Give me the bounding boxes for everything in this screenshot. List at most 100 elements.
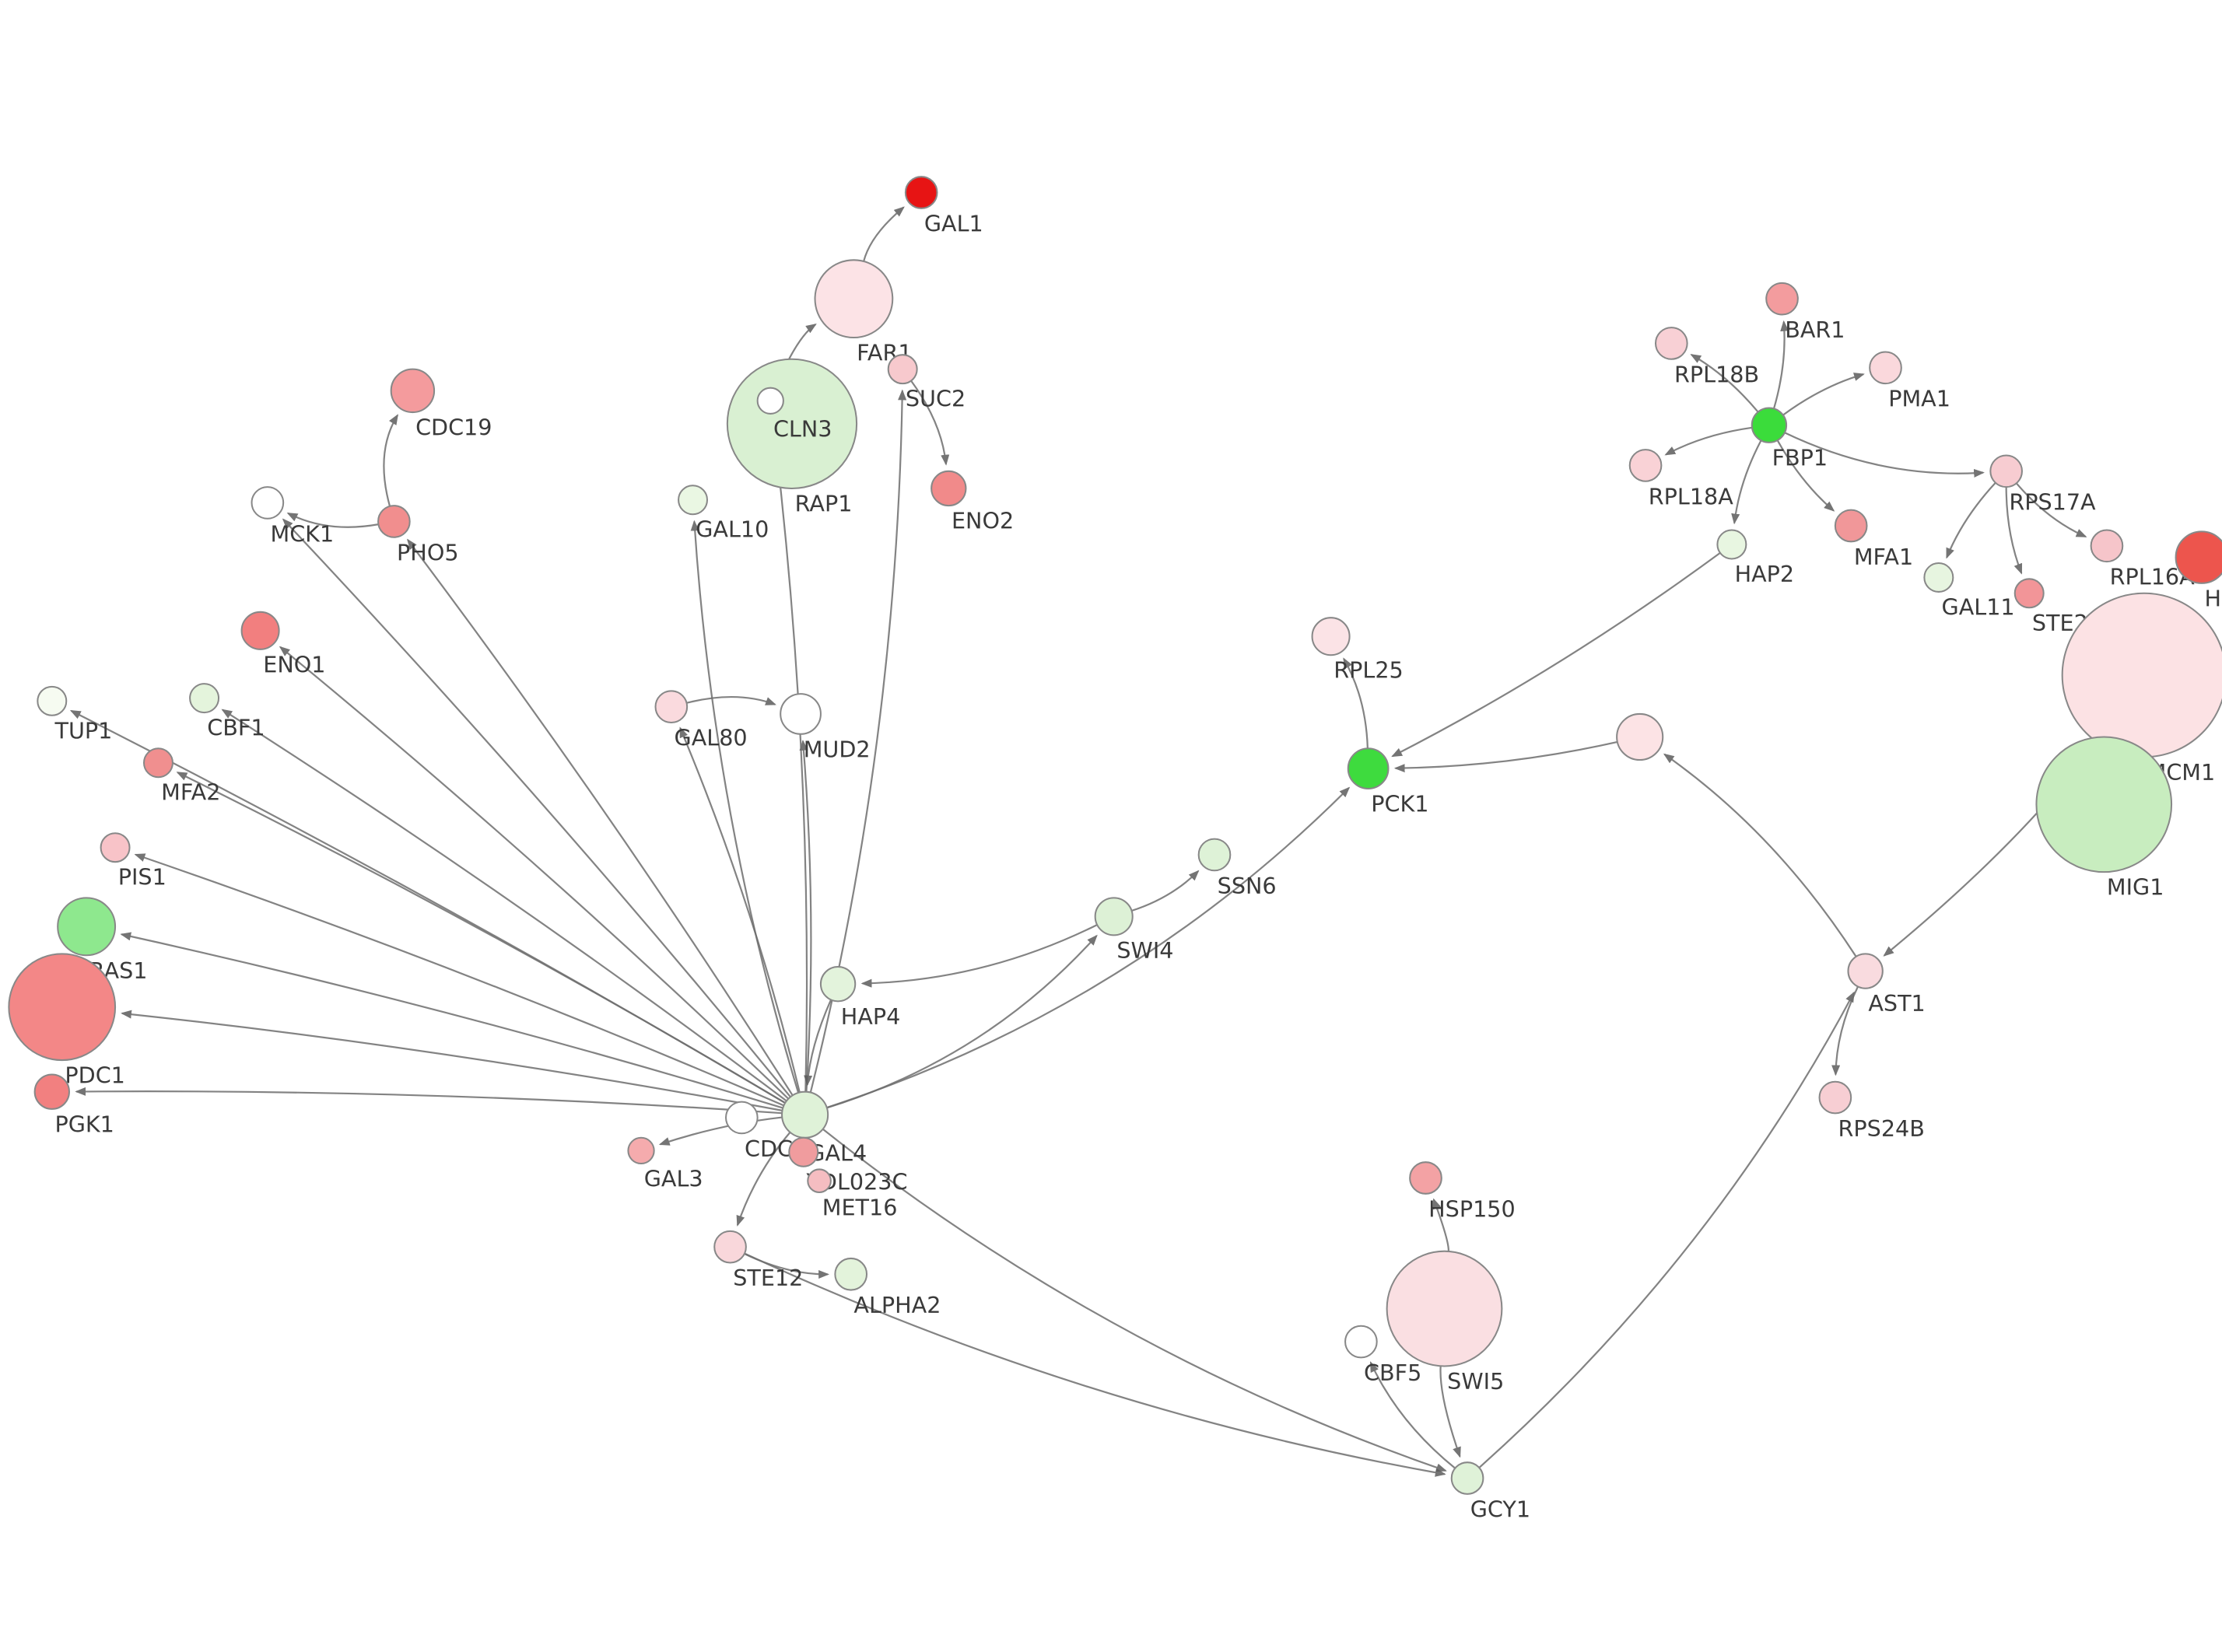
- node-HIS4[interactable]: [2175, 530, 2222, 584]
- node-PIS1[interactable]: [100, 832, 131, 863]
- edge-HAP2-PCK1[interactable]: [1391, 552, 1721, 758]
- node-MCM1[interactable]: [2061, 592, 2222, 758]
- edge-PHO5-CDC19[interactable]: [383, 414, 398, 507]
- node-STE2[interactable]: [2013, 578, 2045, 609]
- edge-RPS17A-RPL16A[interactable]: [2015, 482, 2087, 538]
- edge-SUC2-ENO2[interactable]: [910, 380, 950, 466]
- edge-GAL4-MFA2[interactable]: [176, 772, 786, 1104]
- node-ENO2[interactable]: [931, 470, 967, 507]
- edge-GAL4-PIS1[interactable]: [134, 853, 784, 1107]
- edge-FBP1-RPL18B[interactable]: [1690, 354, 1759, 413]
- edge-SWI4-SSN6[interactable]: [1131, 870, 1200, 912]
- edge-RPS17A-GAL11[interactable]: [1946, 482, 1996, 559]
- edge-FBP1-PMA1[interactable]: [1782, 373, 1865, 416]
- edge-SWI4-HAP4[interactable]: [860, 924, 1098, 988]
- node-YDL023C[interactable]: [788, 1136, 819, 1167]
- edge-SWI5-GCY1[interactable]: [1439, 1366, 1461, 1458]
- edge-GAL4-GAL10[interactable]: [690, 520, 800, 1094]
- node-RAP1[interactable]: [726, 358, 858, 489]
- edge-FBP1-RPS17A[interactable]: [1784, 432, 1985, 478]
- edge-GAL4-GCY1[interactable]: [822, 1128, 1447, 1472]
- node-SUC2[interactable]: [887, 354, 918, 385]
- node-HAP4[interactable]: [819, 965, 857, 1003]
- edge-FBP1-HAP2[interactable]: [1731, 439, 1762, 525]
- edge-AST1-RPS24B[interactable]: [1831, 986, 1859, 1076]
- edge-GAL4-PCK1[interactable]: [826, 786, 1351, 1109]
- node-PMA1[interactable]: [1869, 351, 1902, 385]
- node-CBF5[interactable]: [1344, 1325, 1378, 1359]
- edge-GAL4-PDC1[interactable]: [121, 1010, 783, 1111]
- edge-FBP1-BAR1[interactable]: [1772, 320, 1789, 409]
- edge-GCY1-AST1[interactable]: [1478, 991, 1855, 1468]
- edge-PHO5-MCK1[interactable]: [286, 512, 379, 528]
- edge-FAR1-GAL1[interactable]: [863, 206, 905, 262]
- node-CBF1[interactable]: [189, 683, 220, 714]
- edge-STE12-ALPHA2[interactable]: [744, 1253, 829, 1279]
- edge-GCY1-CBF5[interactable]: [1369, 1361, 1456, 1469]
- node-HSP150[interactable]: [1409, 1161, 1442, 1195]
- node-ALPHA2[interactable]: [834, 1257, 868, 1291]
- node-BAR1[interactable]: [1765, 282, 1799, 316]
- node-TUP1[interactable]: [37, 685, 68, 716]
- node-PHO5[interactable]: [377, 505, 411, 538]
- node-GCY1[interactable]: [1450, 1461, 1484, 1495]
- node-PDC1[interactable]: [8, 953, 117, 1062]
- edge-SWI5-HSP150[interactable]: [1432, 1198, 1449, 1251]
- edge-AST1-NODE_U1[interactable]: [1663, 753, 1857, 957]
- node-HAP2[interactable]: [1716, 529, 1747, 560]
- node-RPL16A[interactable]: [2090, 529, 2124, 563]
- edge-GAL4-ENO1[interactable]: [279, 646, 790, 1100]
- node-RPL18A[interactable]: [1628, 449, 1663, 482]
- node-SWI4[interactable]: [1094, 897, 1134, 936]
- node-STE12[interactable]: [713, 1230, 747, 1264]
- edge-NODE_U1-PCK1[interactable]: [1393, 740, 1618, 773]
- node-FBP1[interactable]: [1751, 407, 1788, 443]
- edge-RPS17A-STE2[interactable]: [2005, 487, 2023, 575]
- node-AST1[interactable]: [1847, 953, 1884, 989]
- edge-GAL4-RAS1[interactable]: [120, 932, 783, 1109]
- node-MFA1[interactable]: [1834, 509, 1868, 543]
- node-MCK1[interactable]: [251, 486, 285, 520]
- edge-GAL4-PGK1[interactable]: [75, 1087, 783, 1115]
- node-ENO1[interactable]: [240, 611, 280, 650]
- node-PCK1[interactable]: [1347, 747, 1390, 789]
- edge-PCK1-RPL25[interactable]: [1343, 657, 1369, 749]
- node-GAL11[interactable]: [1923, 562, 1954, 593]
- node-CLN3[interactable]: [756, 387, 784, 415]
- edge-FBP1-MFA1[interactable]: [1776, 439, 1835, 512]
- edge-GAL4-CBF1[interactable]: [221, 709, 787, 1102]
- node-CDC6[interactable]: [724, 1101, 759, 1135]
- edge-GAL4-STE12[interactable]: [736, 1132, 791, 1227]
- edge-GAL4-MUD2[interactable]: [799, 740, 812, 1092]
- edge-GAL4-GAL3[interactable]: [658, 1116, 783, 1146]
- node-RPS17A[interactable]: [1989, 454, 2023, 488]
- edge-GAL4-TUP1[interactable]: [69, 709, 786, 1104]
- edge-FBP1-RPL18A[interactable]: [1664, 426, 1753, 456]
- node-RPL25[interactable]: [1311, 617, 1351, 656]
- node-NODE_U1[interactable]: [1616, 712, 1664, 761]
- node-MIG1[interactable]: [2035, 736, 2173, 873]
- edge-GAL4-GAL80[interactable]: [679, 726, 801, 1093]
- node-CDC19[interactable]: [390, 368, 436, 414]
- node-SSN6[interactable]: [1197, 838, 1232, 872]
- edge-GAL80-MUD2[interactable]: [686, 695, 776, 705]
- node-GAL80[interactable]: [654, 690, 689, 724]
- node-RPL18B[interactable]: [1654, 327, 1688, 360]
- edge-GAL4-PHO5[interactable]: [406, 538, 794, 1096]
- node-RAS1[interactable]: [57, 897, 117, 957]
- node-GAL1[interactable]: [904, 176, 938, 209]
- node-SWI5[interactable]: [1386, 1250, 1503, 1367]
- node-PGK1[interactable]: [33, 1073, 70, 1110]
- node-MUD2[interactable]: [780, 693, 822, 735]
- node-MET16[interactable]: [807, 1168, 832, 1193]
- edge-GAL4-SWI4[interactable]: [826, 934, 1098, 1109]
- node-GAL10[interactable]: [678, 485, 709, 516]
- edge-GAL4-MCK1[interactable]: [282, 518, 791, 1098]
- edge-STE12-GCY1[interactable]: [744, 1252, 1446, 1477]
- node-RPS24B[interactable]: [1818, 1080, 1852, 1115]
- node-MFA2[interactable]: [142, 747, 173, 779]
- node-GAL4[interactable]: [781, 1090, 829, 1139]
- node-GAL3[interactable]: [627, 1136, 655, 1165]
- node-FAR1[interactable]: [814, 259, 894, 339]
- edge-GAL4-CLN3[interactable]: [769, 419, 808, 1092]
